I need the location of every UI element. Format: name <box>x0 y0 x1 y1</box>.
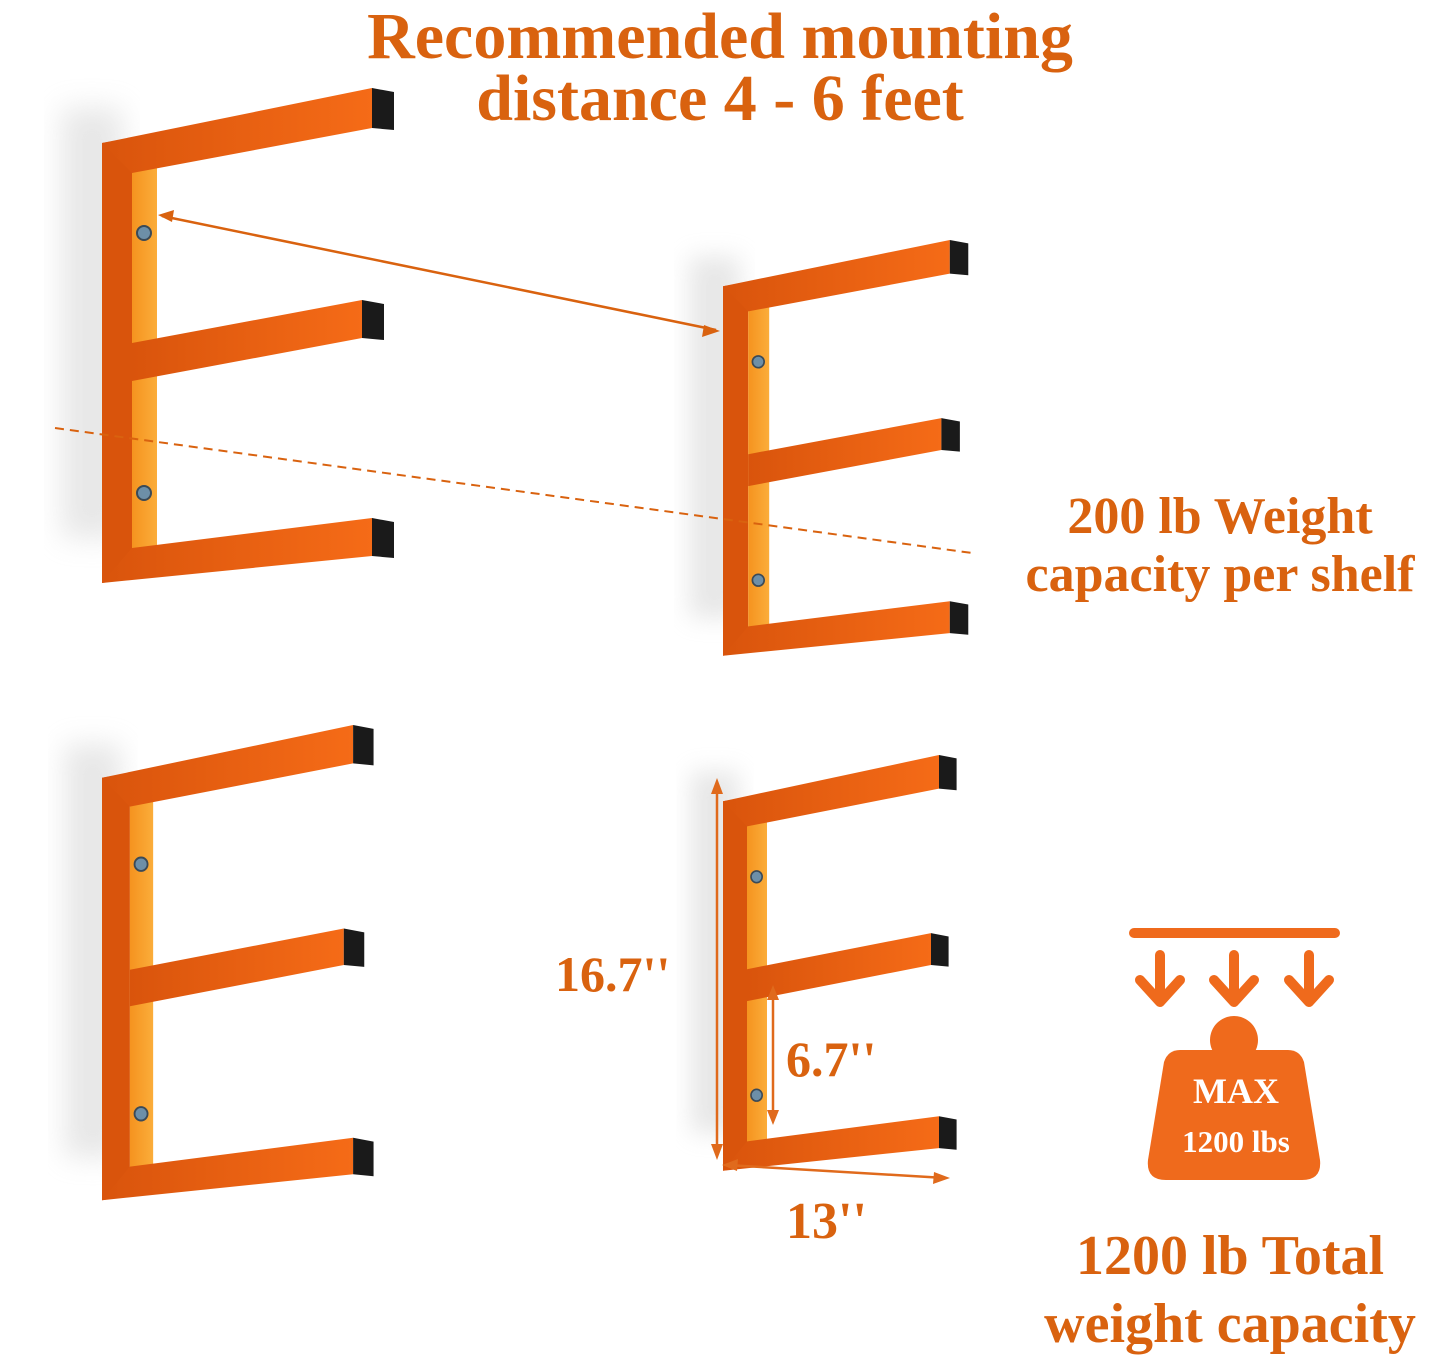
total-capacity-caption: 1200 lb Total weight capacity <box>1015 1222 1445 1358</box>
bracket-top-right <box>689 240 968 656</box>
shelf-capacity-line-1: 200 lb Weight <box>1067 488 1373 545</box>
shelf-capacity-line-2: capacity per shelf <box>1025 546 1415 603</box>
max-badge-value: 1200 lbs <box>1182 1124 1290 1159</box>
max-badge-label: MAX <box>1193 1071 1279 1111</box>
headline-line-1: Recommended mounting <box>367 0 1073 73</box>
height-dimension-label: 16.7'' <box>555 946 671 1002</box>
kettlebell-body <box>1147 1050 1321 1180</box>
headline-line-2: distance 4 - 6 feet <box>476 62 964 135</box>
headline: Recommended mounting distance 4 - 6 feet <box>280 0 1160 135</box>
height-dimension-arrow <box>711 778 723 1160</box>
down-arrow-icon <box>1135 950 1334 1007</box>
shelf-spacing-dimension-label: 6.7'' <box>786 1031 877 1087</box>
depth-dimension-arrow <box>722 1159 950 1184</box>
bracket-bottom-right <box>691 755 957 1171</box>
shelf-spacing-dimension-arrow <box>767 985 779 1125</box>
bracket-bottom-left <box>65 725 374 1200</box>
total-capacity-line-2: weight capacity <box>1044 1293 1416 1355</box>
depth-dimension-label: 13'' <box>786 1193 867 1250</box>
weight-icon <box>1129 928 1340 1180</box>
level-guide-line <box>54 427 973 554</box>
total-capacity-line-1: 1200 lb Total <box>1075 1225 1385 1287</box>
shelf-capacity-caption: 200 lb Weight capacity per shelf <box>990 488 1445 604</box>
bracket-top-left <box>62 88 394 583</box>
mounting-distance-arrow <box>158 210 720 337</box>
